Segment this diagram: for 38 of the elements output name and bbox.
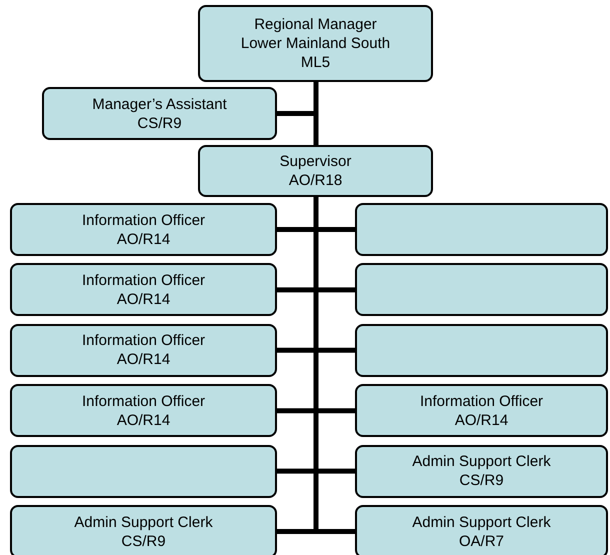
position-box bbox=[355, 384, 608, 438]
job-title: Information Officer bbox=[82, 270, 206, 290]
job-title: Admin Support Clerk bbox=[412, 512, 551, 532]
job-grade: AO/R14 bbox=[116, 290, 170, 309]
job-title: Admin Support Clerk bbox=[74, 512, 213, 532]
job-title: Supervisor bbox=[280, 152, 352, 171]
vacant-position-box bbox=[355, 263, 608, 316]
position-box bbox=[10, 505, 277, 555]
job-title: Information Officer bbox=[82, 392, 206, 411]
job-grade: AO/R14 bbox=[116, 350, 170, 370]
job-grade: CS/R9 bbox=[459, 471, 504, 490]
job-title: Information Officer bbox=[420, 392, 544, 411]
position-box bbox=[10, 324, 277, 377]
position-box bbox=[10, 384, 277, 438]
position-box bbox=[355, 505, 608, 555]
vacant-position-box bbox=[10, 444, 277, 498]
vacant-position-box bbox=[355, 324, 608, 377]
position-box bbox=[42, 87, 277, 140]
position-box bbox=[198, 145, 433, 197]
job-grade: AO/R14 bbox=[116, 230, 170, 248]
job-title: Manager’s Assistant bbox=[92, 94, 227, 114]
job-grade: CS/R9 bbox=[137, 114, 182, 132]
job-grade: OA/R7 bbox=[458, 532, 504, 550]
vacant-position-box bbox=[355, 203, 608, 256]
position-box bbox=[198, 5, 433, 82]
job-title: Lower Mainland South bbox=[240, 34, 390, 53]
job-grade: AO/R18 bbox=[288, 171, 342, 190]
job-grade: ML5 bbox=[300, 53, 330, 72]
position-box bbox=[355, 444, 608, 498]
job-title: Regional Manager bbox=[254, 15, 377, 34]
job-grade: AO/R14 bbox=[454, 410, 508, 430]
job-title: Information Officer bbox=[82, 331, 206, 350]
job-title: Admin Support Clerk bbox=[412, 452, 551, 472]
job-grade: CS/R9 bbox=[121, 532, 166, 550]
job-grade: AO/R14 bbox=[116, 410, 170, 430]
position-box bbox=[10, 203, 277, 256]
job-title: Information Officer bbox=[82, 210, 206, 230]
position-box bbox=[10, 263, 277, 316]
